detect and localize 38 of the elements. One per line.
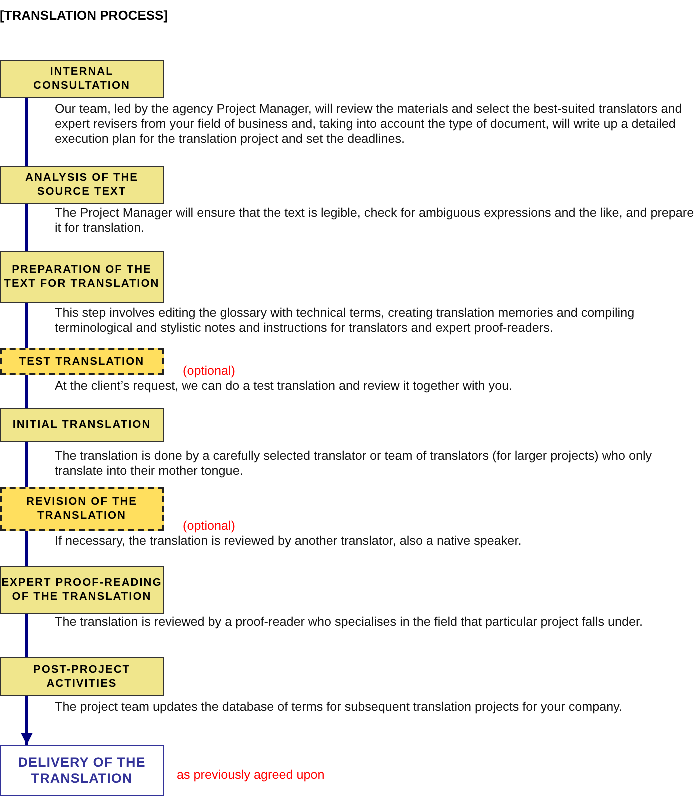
description-text: This step involves editing the glossary with technical terms, creating translation memories and compiling terminological and stylistic notes and instructions for translators and expert proof-readers. xyxy=(55,306,636,336)
step-label: INITIAL TRANSLATION xyxy=(12,418,152,432)
connector-line xyxy=(26,531,28,566)
description-text: The Project Manager will ensure that the text is legible, check for ambiguous expressions and the like, and prepare it for translation. xyxy=(55,206,695,236)
step-label: DELIVERY OF THE TRANSLATION xyxy=(17,754,147,786)
step-label: POST-PROJECT ACTIVITIES xyxy=(32,662,132,690)
connector-line xyxy=(26,375,28,408)
description-text: The project team updates the database of terms for subsequent translation projects for your company. xyxy=(55,700,624,715)
connector-line xyxy=(26,204,28,251)
step-label: REVISION OF THE TRANSLATION xyxy=(26,495,138,523)
process-box xyxy=(0,251,164,303)
connector-line xyxy=(26,614,28,657)
process-box xyxy=(0,657,164,696)
result-box xyxy=(0,745,164,796)
process-box xyxy=(0,60,164,98)
step-label: ANALYSIS OF THE SOURCE TEXT xyxy=(24,171,140,199)
step-label: EXPERT PROOF-READING OF THE TRANSLATION xyxy=(1,576,163,604)
process-box xyxy=(0,166,164,204)
description-text: Our team, led by the agency Project Manager, will review the materials and select the best-suited translators and expert revisers from your field of business and, taking into account the type of document, will write up a detailed execution plan for the translation project and set the deadlines. xyxy=(55,102,684,147)
description-text: If necessary, the translation is reviewed by another translator, also a native speaker. xyxy=(55,534,523,549)
note-text: as previously agreed upon xyxy=(177,768,325,782)
description-text: The translation is reviewed by a proof-reader who specialises in the field that particular project falls under. xyxy=(55,615,644,630)
connector-line xyxy=(26,442,28,487)
step-label: TEST TRANSLATION xyxy=(19,354,145,368)
process-box xyxy=(0,566,164,614)
optional-process-box xyxy=(0,487,164,531)
note-text: (optional) xyxy=(183,519,236,533)
arrow xyxy=(21,696,33,745)
process-box xyxy=(0,408,164,442)
description-text: At the client’s request, we can do a test translation and review it together with you. xyxy=(55,379,514,394)
optional-process-box xyxy=(0,348,164,375)
connector-line xyxy=(26,98,28,166)
title: [TRANSLATION PROCESS] xyxy=(0,8,168,23)
step-label: PREPARATION OF THE TEXT FOR TRANSLATION xyxy=(3,263,161,291)
note-text: (optional) xyxy=(183,364,236,378)
description-text: The translation is done by a carefully selected translator or team of translators (for larger projects) who only translate into their mother tongue. xyxy=(55,449,654,479)
connector-line xyxy=(26,303,28,348)
step-label: INTERNAL CONSULTATION xyxy=(32,65,132,93)
